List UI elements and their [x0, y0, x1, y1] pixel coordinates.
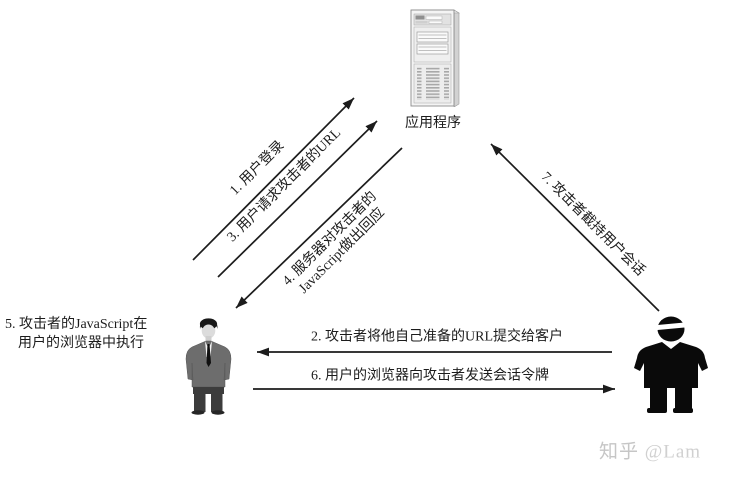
arrow-step1-user-login	[192, 97, 355, 261]
arrow-step7-hijack-session	[490, 143, 660, 312]
watermark-brand: 知乎	[598, 441, 639, 463]
arrow-step3-request-url	[217, 120, 378, 278]
watermark: 知乎 @Lam	[599, 437, 701, 464]
attacker-figure-icon	[634, 316, 708, 413]
step5-note-line2: 用户的浏览器中执行	[18, 336, 144, 351]
user-figure-icon	[185, 318, 232, 415]
arrow-step4-server-response	[235, 147, 403, 309]
step5-note: 5. 攻击者的JavaScript在 用户的浏览器中执行	[5, 315, 147, 353]
step5-note-line1: 5. 攻击者的JavaScript在	[5, 317, 148, 332]
step6-label: 6. 用户的浏览器向攻击者发送会话令牌	[311, 368, 549, 384]
step2-label: 2. 攻击者将他自己准备的URL提交给客户	[311, 329, 563, 345]
watermark-handle: @Lam	[644, 441, 702, 463]
server-label: 应用程序	[405, 116, 461, 131]
server-tower-icon	[410, 9, 460, 107]
